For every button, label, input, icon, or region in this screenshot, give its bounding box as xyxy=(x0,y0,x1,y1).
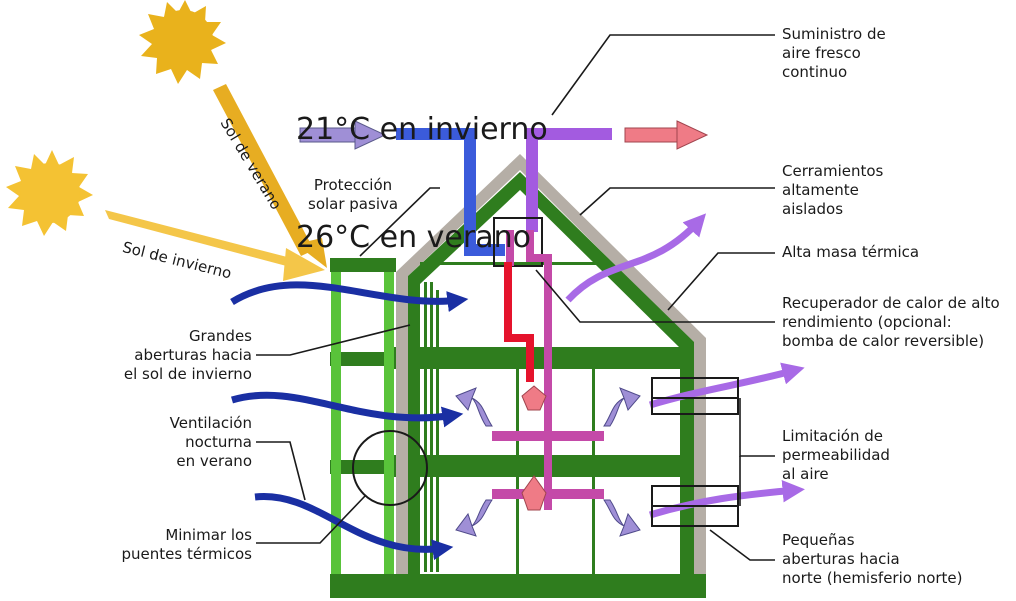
roof-structure xyxy=(408,172,694,596)
winter-sun-airflow-arrow xyxy=(230,281,469,312)
summer-sun-ray xyxy=(213,84,327,268)
heat-recovery-unit xyxy=(493,217,543,267)
insulated-envelope-label: Cerramientos altamente aislados xyxy=(782,162,884,218)
floor-slab-ground xyxy=(330,574,706,598)
winter-temperature: 21°C en invierno xyxy=(296,112,548,147)
fresh-air-label: Suministro de aire fresco continuo xyxy=(782,25,886,81)
distribution-duct-lower xyxy=(492,489,604,499)
heat-recovery-label: Recuperador de calor de alto rendimiento… xyxy=(782,294,1000,350)
stale-air-out-arrow xyxy=(624,120,709,150)
distribution-duct-upper xyxy=(492,431,604,441)
airtightness-label: Limitación de permeabilidad al aire xyxy=(782,427,890,483)
exhaust-air-duct xyxy=(526,128,612,232)
fresh-air-in-arrow xyxy=(299,120,387,150)
large-openings-label: Grandes aberturas hacia el sol de invier… xyxy=(123,327,252,383)
thermal-mass-label: Alta masa térmica xyxy=(782,243,920,261)
summer-temperature: 26°C en verano xyxy=(296,220,531,255)
exhaust-arrow-lower xyxy=(648,480,805,519)
winter-sun-icon xyxy=(6,150,93,236)
temperature-targets: 21°C en invierno 26°C en verano xyxy=(296,40,548,328)
summer-sun-icon xyxy=(139,0,226,84)
warm-air-rising-arrow xyxy=(565,213,707,303)
night-ventilation-arrow-lower xyxy=(254,493,454,561)
solar-protection-frame xyxy=(330,258,396,574)
solar-protection-label: Protección solar pasiva xyxy=(308,176,399,213)
night-ventilation-arrow-upper xyxy=(231,391,464,428)
supply-air-duct xyxy=(396,128,505,256)
hot-air-duct xyxy=(504,262,534,382)
night-ventilation-label: Ventilación nocturna en verano xyxy=(169,414,252,470)
thermal-bridges-label: Minimar los puentes térmicos xyxy=(121,526,253,563)
exhaust-arrow-upper xyxy=(648,362,805,409)
winter-sun-ray xyxy=(105,210,325,281)
north-openings-label: Pequeñas aberturas hacia norte (hemisfer… xyxy=(782,531,963,587)
thermal-bridge-circle xyxy=(352,430,428,506)
